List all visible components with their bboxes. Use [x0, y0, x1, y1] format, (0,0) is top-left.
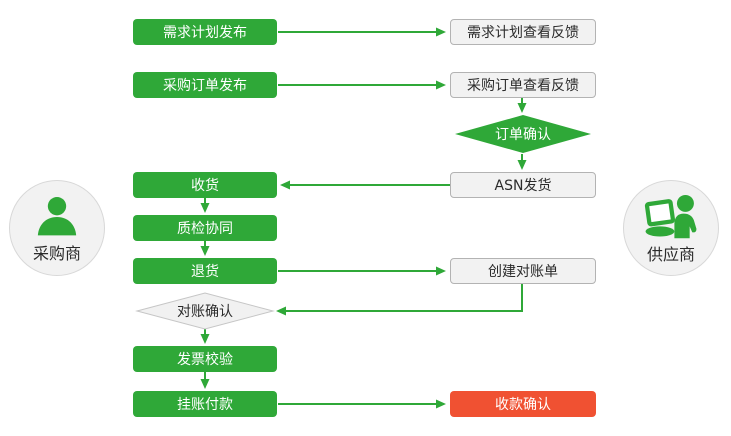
node-receipt-confirm: 收款确认 [450, 391, 596, 417]
node-demand-plan-feedback: 需求计划查看反馈 [450, 19, 596, 45]
node-purchase-order-feedback: 采购订单查看反馈 [450, 72, 596, 98]
node-invoice-check: 发票校验 [133, 346, 277, 372]
supplier-person-laptop-icon [643, 194, 699, 240]
actor-supplier: 供应商 [623, 180, 719, 276]
node-receive-goods: 收货 [133, 172, 277, 198]
node-create-statement: 创建对账单 [450, 258, 596, 284]
order-confirm-label: 订单确认 [495, 127, 551, 143]
node-quality-collab: 质检协同 [133, 215, 277, 241]
node-return-goods: 退货 [133, 258, 277, 284]
node-book-payment: 挂账付款 [133, 391, 277, 417]
supplier-label: 供应商 [646, 244, 695, 264]
node-purchase-order-publish: 采购订单发布 [133, 72, 277, 98]
buyer-label: 采购商 [32, 243, 81, 263]
node-demand-plan-publish: 需求计划发布 [133, 19, 277, 45]
reconcile-confirm-diamond [135, 292, 275, 330]
arrow-statement-to-reconcile [276, 284, 523, 316]
actor-buyer: 采购商 [9, 180, 105, 276]
buyer-person-icon [32, 195, 82, 239]
order-confirm-diamond [455, 115, 591, 153]
reconcile-confirm-label: 对账确认 [177, 304, 233, 320]
node-asn-shipping: ASN发货 [450, 172, 596, 198]
